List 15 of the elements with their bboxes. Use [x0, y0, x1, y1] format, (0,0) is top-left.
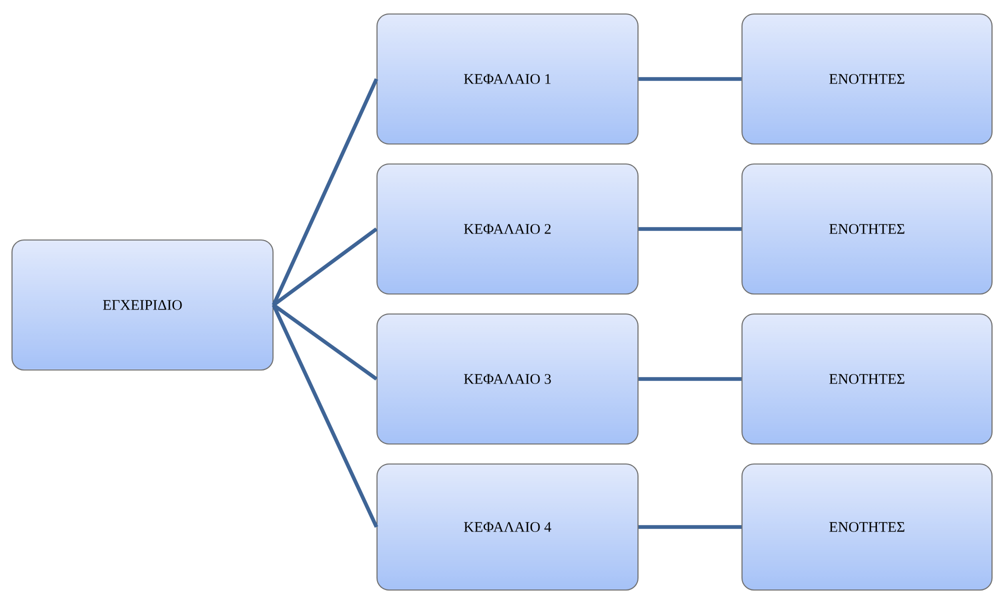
process-box: ΕΝΟΤΗΤΕΣ [741, 13, 993, 145]
connector-line [272, 78, 378, 306]
process-box: ΚΕΦΑΛΑΙΟ 1 [376, 13, 639, 145]
process-box: ΕΓΧΕΙΡΙΔΙΟ [11, 239, 274, 371]
process-box: ΚΕΦΑΛΑΙΟ 4 [376, 463, 639, 591]
connector-line [638, 377, 742, 381]
connector-line [638, 227, 742, 231]
process-box: ΚΕΦΑΛΑΙΟ 3 [376, 313, 639, 445]
process-box: ΕΝΟΤΗΤΕΣ [741, 463, 993, 591]
connector-line [638, 525, 742, 529]
connector-line [638, 77, 742, 81]
connector-line [272, 304, 378, 528]
process-box: ΕΝΟΤΗΤΕΣ [741, 313, 993, 445]
process-box: ΚΕΦΑΛΑΙΟ 2 [376, 163, 639, 295]
process-box: ΕΝΟΤΗΤΕΣ [741, 163, 993, 295]
